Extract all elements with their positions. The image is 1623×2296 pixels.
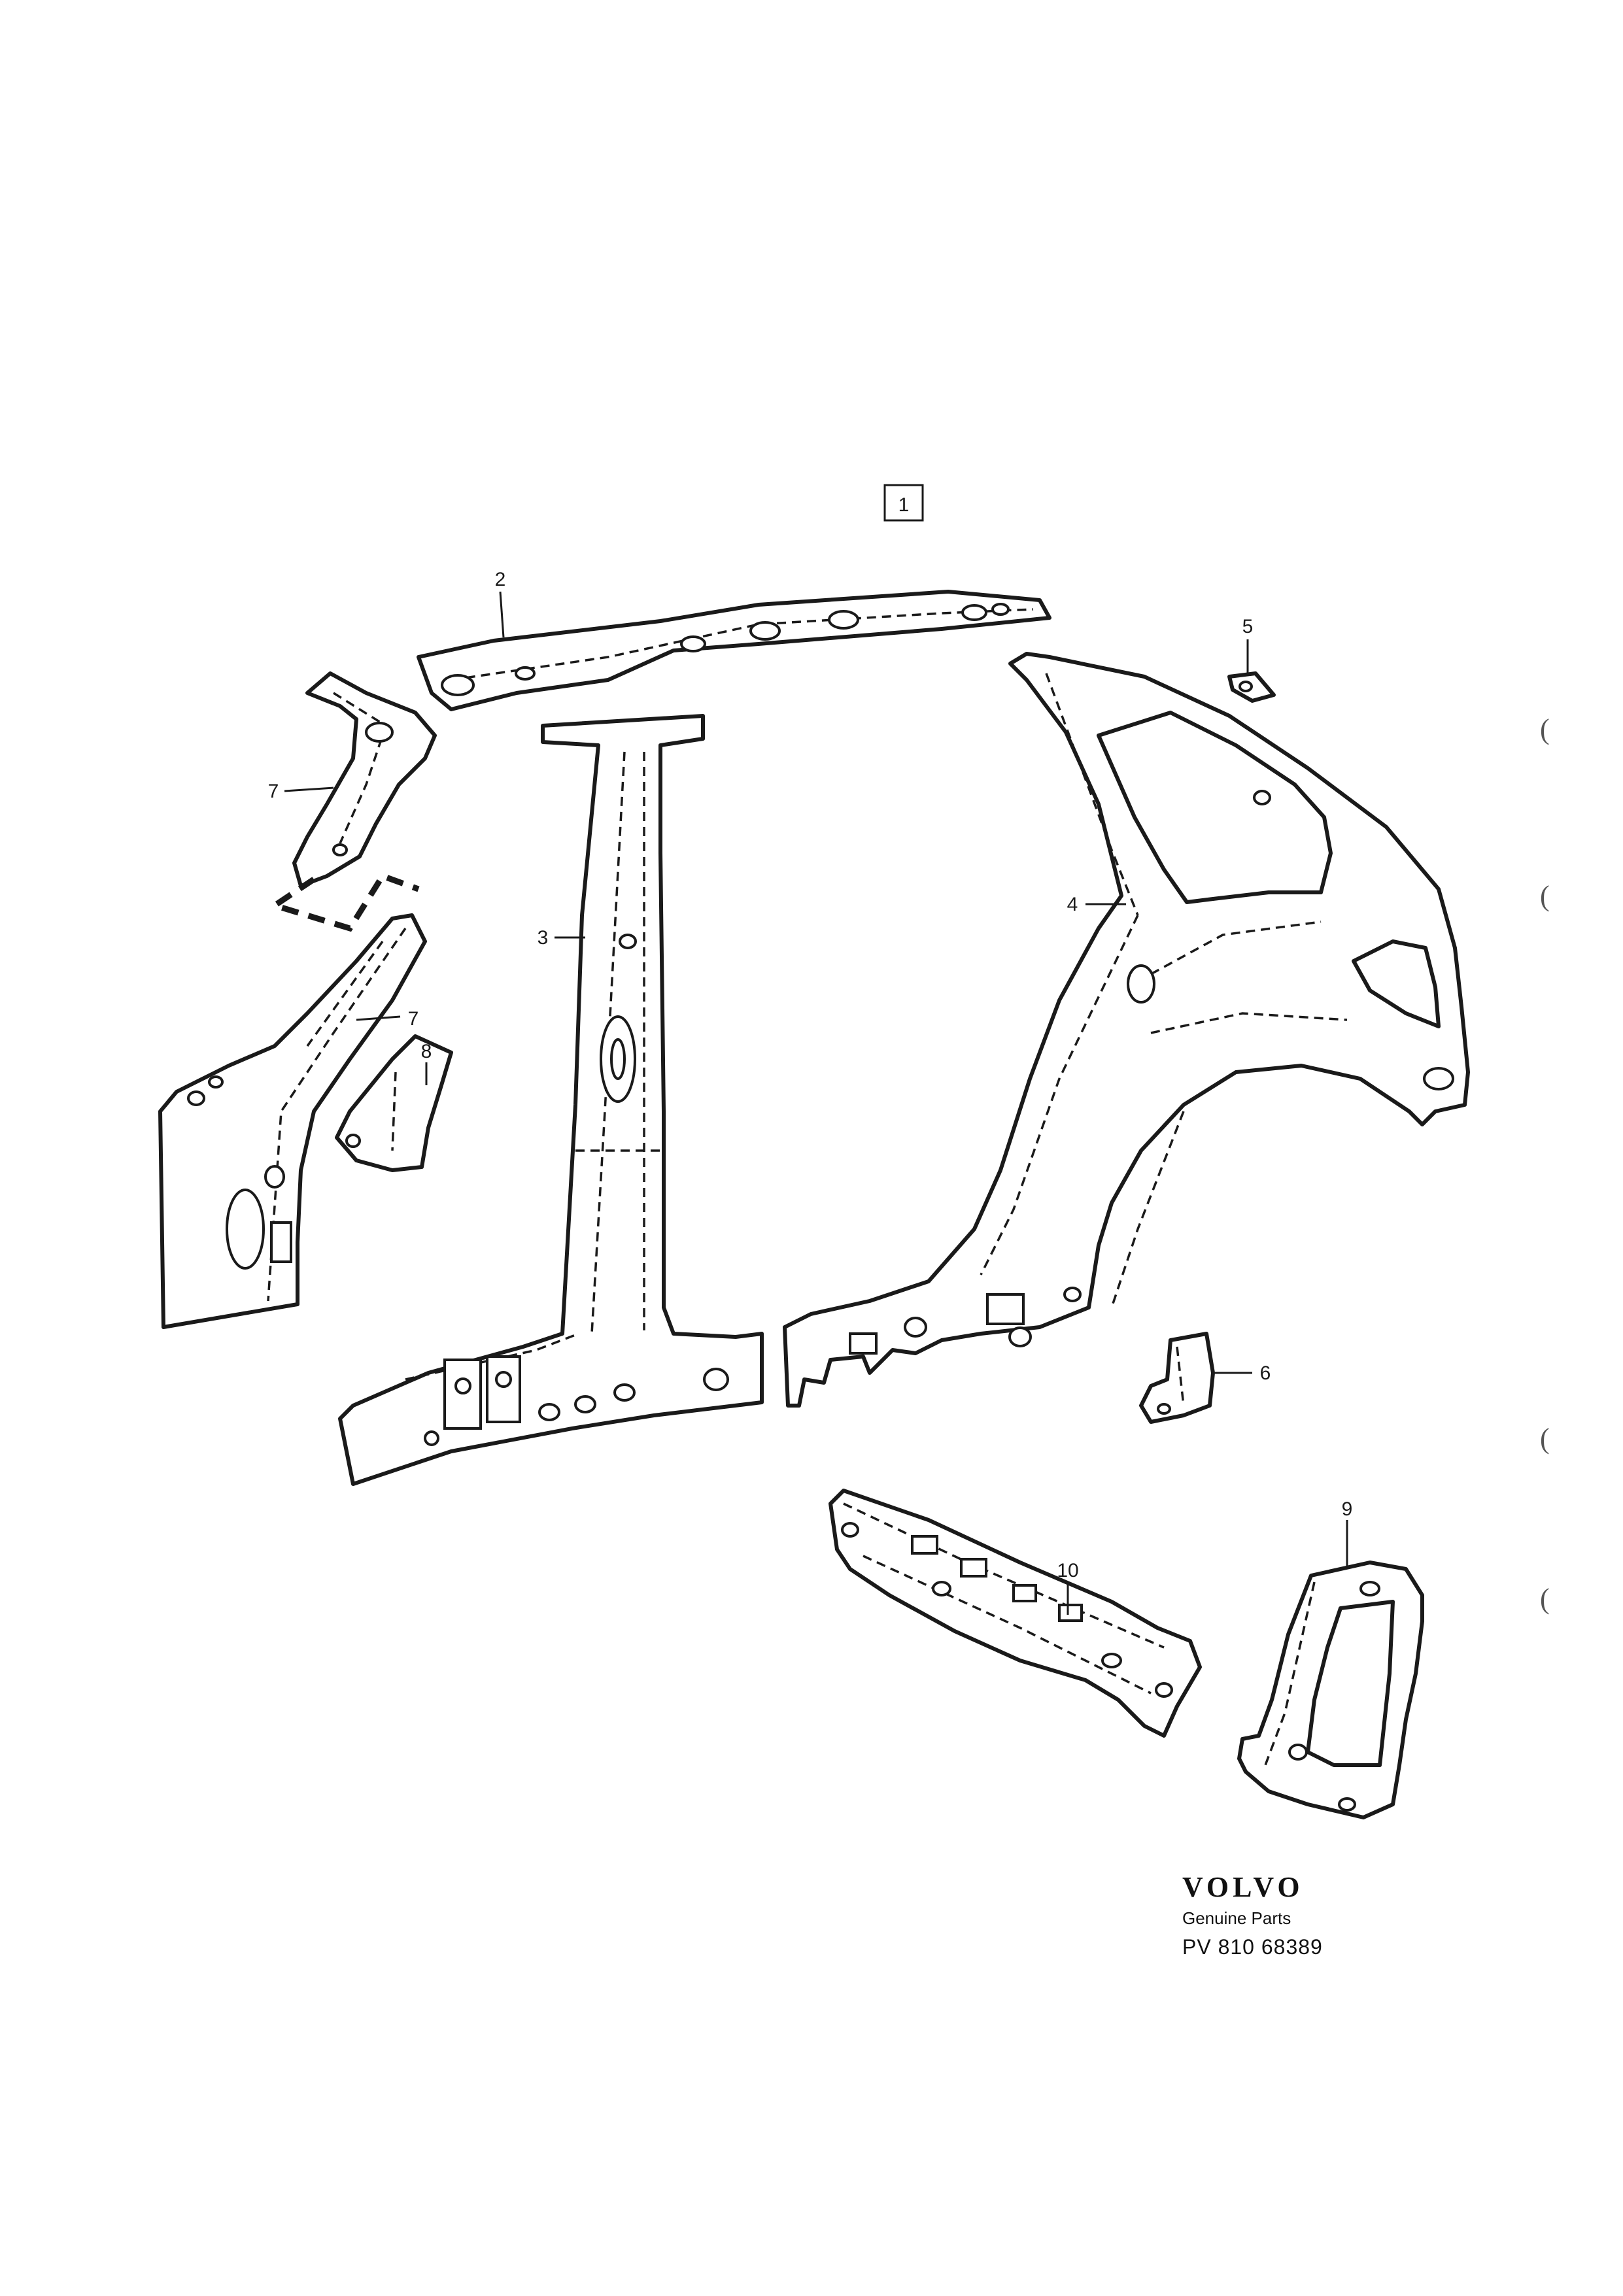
callout-5: 5 bbox=[1242, 616, 1254, 637]
callout-3: 3 bbox=[538, 927, 549, 949]
part-10-cross-member bbox=[829, 1489, 1202, 1738]
leader-2 bbox=[499, 591, 505, 638]
margin-mark-1: ( bbox=[1540, 713, 1550, 745]
callout-8: 8 bbox=[421, 1041, 432, 1062]
margin-mark-4: ( bbox=[1540, 1583, 1550, 1615]
group-label-1: 1 bbox=[883, 484, 924, 522]
callout-4: 4 bbox=[1067, 894, 1078, 915]
diagram-code: PV 810 68389 bbox=[1182, 1935, 1323, 1959]
genuine-parts-label: Genuine Parts bbox=[1182, 1908, 1291, 1928]
callout-7b: 7 bbox=[408, 1008, 419, 1030]
part-4-rear-quarter-inner bbox=[783, 652, 1470, 1408]
callout-9: 9 bbox=[1342, 1498, 1353, 1520]
part-2-roof-rail bbox=[417, 590, 1051, 711]
leader-7b bbox=[356, 1015, 401, 1021]
part-9-d-pillar-inner bbox=[1237, 1561, 1424, 1819]
part-7-a-pillar-lower bbox=[158, 913, 427, 1329]
leader-7a bbox=[284, 786, 334, 792]
margin-mark-2: ( bbox=[1540, 880, 1550, 912]
margin-mark-3: ( bbox=[1540, 1423, 1550, 1455]
callout-2: 2 bbox=[495, 569, 506, 590]
group-label-text: 1 bbox=[898, 494, 910, 516]
branding-block: VOLVO Genuine Parts PV 810 68389 bbox=[1182, 1873, 1418, 1959]
part-5-bracket bbox=[1227, 671, 1276, 703]
part-7-a-pillar-upper bbox=[292, 671, 437, 888]
volvo-logo: VOLVO bbox=[1182, 1871, 1304, 1903]
callout-7a: 7 bbox=[268, 781, 279, 802]
part-7-link-dashes bbox=[267, 872, 420, 932]
part-6-bracket bbox=[1139, 1332, 1215, 1424]
part-8-reinforcement bbox=[335, 1034, 453, 1172]
part-3-b-pillar bbox=[338, 714, 764, 1486]
callout-6: 6 bbox=[1260, 1362, 1271, 1384]
callout-10: 10 bbox=[1057, 1560, 1078, 1581]
